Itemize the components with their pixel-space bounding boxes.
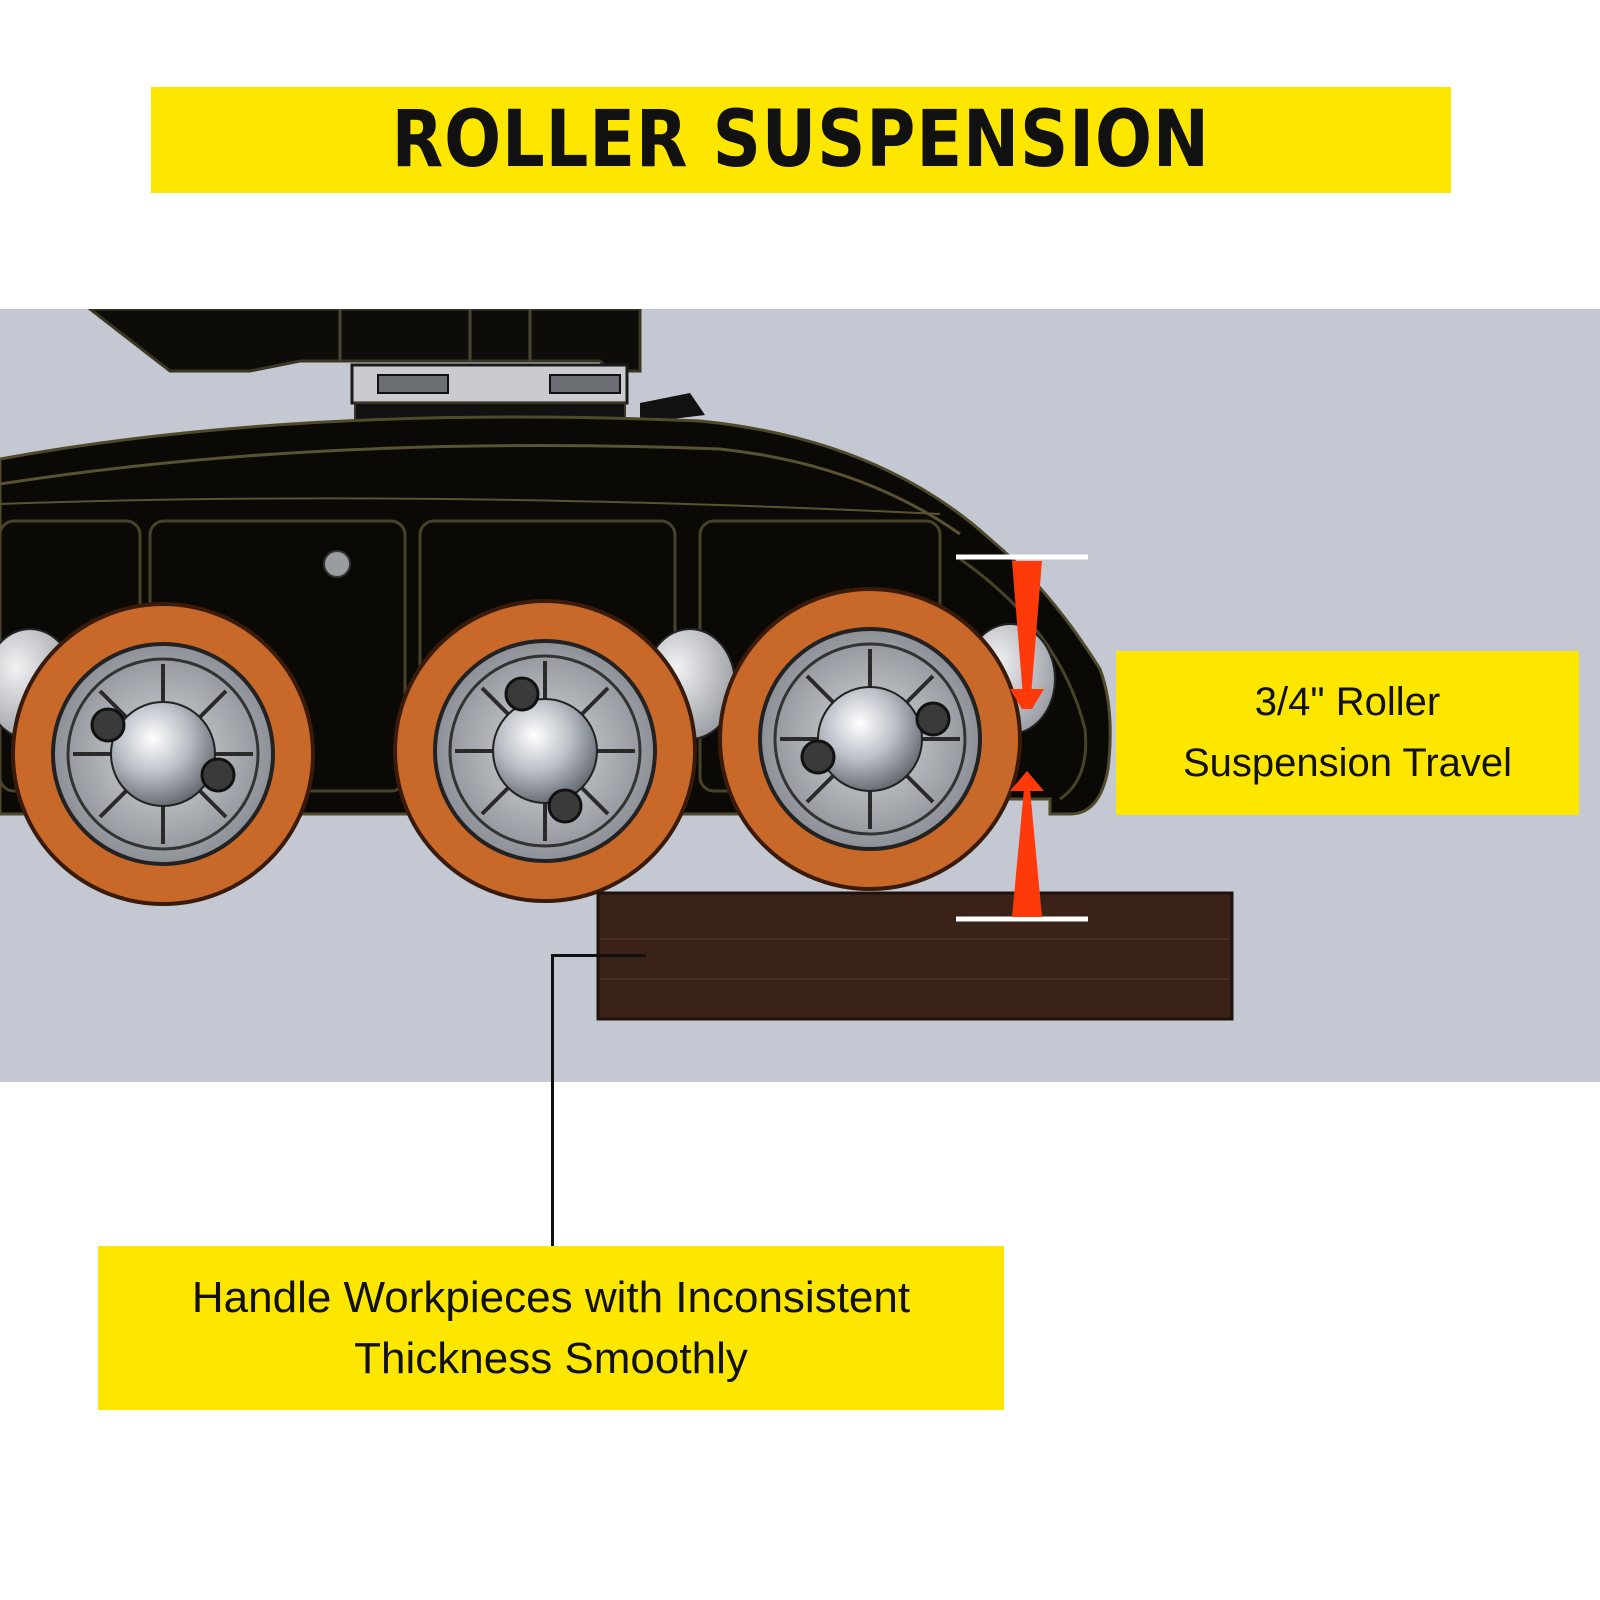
page-title: ROLLER SUSPENSION (391, 95, 1211, 185)
arrow-up-icon (1010, 771, 1044, 791)
roller-wheel (11, 602, 315, 906)
travel-callout-line1: 3/4" Roller (1254, 680, 1441, 724)
leader-line-vertical (551, 954, 554, 1246)
title-banner: ROLLER SUSPENSION (151, 87, 1451, 193)
arrow-down-icon (1012, 561, 1042, 709)
workpiece-callout: Handle Workpieces with Inconsistent Thic… (98, 1246, 1004, 1410)
leader-line-horizontal (551, 954, 646, 957)
roller-wheel (393, 599, 697, 903)
suspension-travel-callout: 3/4" Roller Suspension Travel (1116, 651, 1579, 815)
handle-callout-line2: Thickness Smoothly (354, 1334, 748, 1383)
workpiece (596, 891, 1234, 1021)
motor-mount (87, 309, 705, 424)
handle-callout-line1: Handle Workpieces with Inconsistent (191, 1273, 911, 1322)
roller-illustration (0, 309, 1600, 1082)
travel-callout-line2: Suspension Travel (1182, 741, 1513, 785)
roller-wheel (718, 587, 1022, 891)
travel-indicator (956, 554, 1088, 922)
